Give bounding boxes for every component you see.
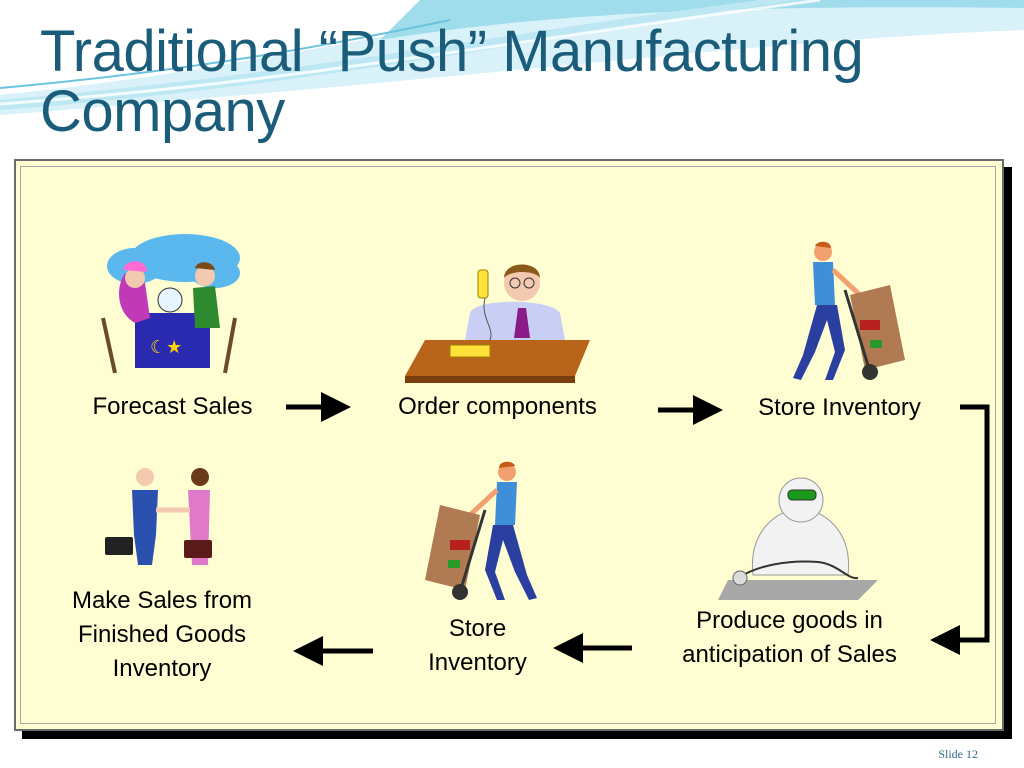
phone-order-icon xyxy=(405,264,590,383)
step-make-sales: Make Sales from Finished Goods Inventory xyxy=(71,587,253,682)
slide-title: Traditional “Push” Manufacturing Company xyxy=(40,19,864,144)
handshake-icon xyxy=(105,468,212,565)
slide-number: Slide 12 xyxy=(938,747,978,761)
fortune-teller-icon: ☾★ xyxy=(101,234,240,374)
diagram-panel-border xyxy=(20,166,996,724)
cleanroom-worker-icon xyxy=(718,477,878,600)
arrow-store-to-produce xyxy=(955,404,990,643)
hand-truck-worker-icon xyxy=(425,461,537,600)
step-store-inventory-1: Store Inventory xyxy=(758,394,921,421)
step-store-inventory-2: Store Inventory xyxy=(428,615,527,676)
step-produce-goods: Produce goods in anticipation of Sales xyxy=(682,607,897,668)
header-swoosh xyxy=(0,0,1024,115)
svg-text:☾★: ☾★ xyxy=(150,337,182,358)
step-forecast-sales: Forecast Sales xyxy=(92,393,253,420)
hand-truck-worker-icon xyxy=(793,241,905,380)
step-order-components: Order components xyxy=(398,393,597,420)
